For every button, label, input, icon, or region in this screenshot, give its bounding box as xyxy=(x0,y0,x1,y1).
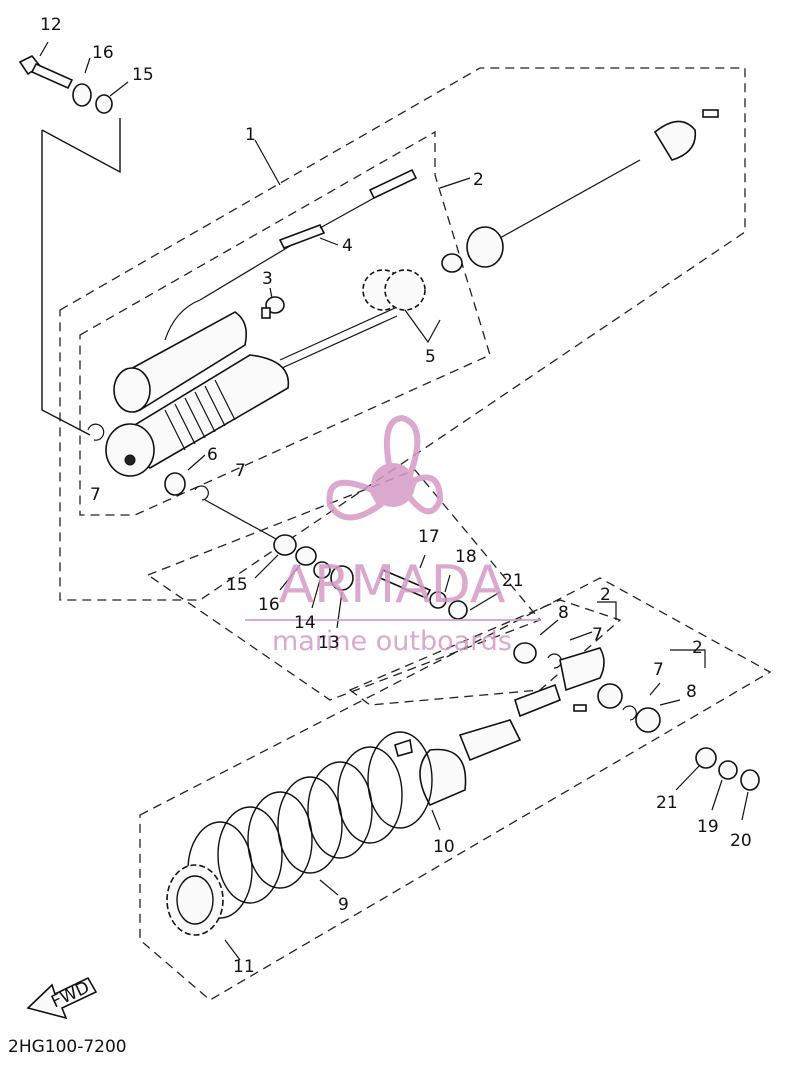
fwd-label: FWD xyxy=(48,977,92,1012)
callout-8a: 8 xyxy=(558,603,569,623)
callout-18: 18 xyxy=(455,547,477,567)
callout-8b: 8 xyxy=(686,682,697,702)
part-16-washer xyxy=(72,83,92,107)
callout-2-low: 2 xyxy=(692,638,703,658)
part-11-ring-nut xyxy=(166,864,224,936)
drawing-code: 2HG100-7200 xyxy=(8,1037,127,1057)
callout-19: 19 xyxy=(697,817,719,837)
callout-14: 14 xyxy=(294,613,316,633)
shock-body-outline xyxy=(79,130,491,516)
propeller-logo xyxy=(326,414,444,521)
callout-21a: 21 xyxy=(502,571,524,591)
callout-17: 17 xyxy=(418,527,440,547)
callout-6: 6 xyxy=(207,445,218,465)
hardware-group-mid xyxy=(273,534,468,620)
fwd-arrow: FWD xyxy=(26,976,98,1020)
callout-11: 11 xyxy=(233,957,255,977)
lower-hardware xyxy=(695,747,760,791)
callout-7d: 7 xyxy=(653,660,664,680)
part-7-circlip-mid xyxy=(194,485,209,501)
leader-lines xyxy=(39,41,749,961)
assembly-outlines xyxy=(41,67,772,1001)
part-4-adjuster-rod xyxy=(278,168,418,250)
callout-2-top: 2 xyxy=(473,170,484,190)
spring-assembly-outline xyxy=(139,577,772,1001)
callouts: 12 16 15 1 2 4 3 5 6 7 7 17 18 21 15 16 … xyxy=(40,15,752,977)
part-5-ring-nuts xyxy=(362,269,426,311)
part-3-screw xyxy=(261,296,285,319)
watermark: ARMADA marine outboards xyxy=(245,414,540,657)
callout-7c: 7 xyxy=(592,625,603,645)
callout-10: 10 xyxy=(433,837,455,857)
callout-15a: 15 xyxy=(132,65,154,85)
watermark-brand: ARMADA xyxy=(279,555,506,615)
callout-21b: 21 xyxy=(656,793,678,813)
callout-7a: 7 xyxy=(235,461,246,481)
callout-4: 4 xyxy=(342,236,353,256)
part-2-bladder-rod xyxy=(441,109,719,273)
callout-3: 3 xyxy=(262,269,273,289)
part-9-spring xyxy=(187,731,433,919)
callout-16b: 16 xyxy=(258,595,280,615)
callout-5: 5 xyxy=(425,347,436,367)
part-12-bolt xyxy=(18,54,74,90)
callout-15b: 15 xyxy=(226,575,248,595)
watermark-tagline: marine outboards xyxy=(272,626,512,657)
part-15-cap xyxy=(95,94,113,114)
callout-20: 20 xyxy=(730,831,752,851)
clevis-outline xyxy=(348,599,622,706)
callout-13: 13 xyxy=(318,633,340,653)
callout-9: 9 xyxy=(338,895,349,915)
part-7-circlip-left xyxy=(87,423,105,441)
rear-shock-outline xyxy=(59,67,746,601)
part-10-spring-seat xyxy=(394,683,561,807)
callout-1: 1 xyxy=(245,125,256,145)
callout-12: 12 xyxy=(40,15,62,35)
part-6-bushing xyxy=(164,472,186,496)
part-1-shock-absorber xyxy=(105,239,398,477)
callout-16a: 16 xyxy=(92,43,114,63)
leader-7-to-hardware xyxy=(204,499,279,541)
callout-7b: 7 xyxy=(90,485,101,505)
part-8-clevis-bushings xyxy=(513,642,661,733)
callout-2-mid: 2 xyxy=(600,585,611,605)
bolt-leader-top xyxy=(41,118,121,174)
spring-coils-body xyxy=(164,379,236,451)
bolt-leader-frame xyxy=(41,130,91,436)
